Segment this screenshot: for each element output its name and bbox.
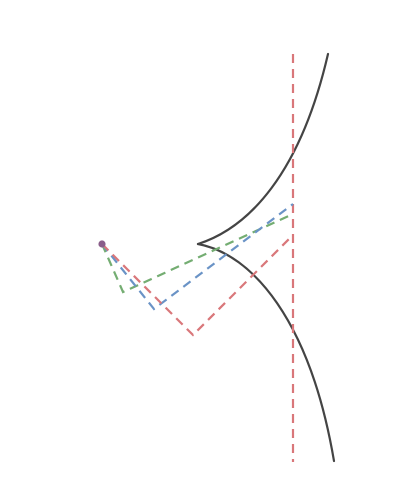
red-dashed-path — [101, 234, 294, 337]
blue-dashed-path — [101, 203, 294, 311]
curve-lower-branch — [196, 242, 336, 463]
green-dashed-path — [100, 213, 294, 294]
source-point — [98, 240, 106, 248]
curve-upper-branch — [196, 52, 330, 246]
